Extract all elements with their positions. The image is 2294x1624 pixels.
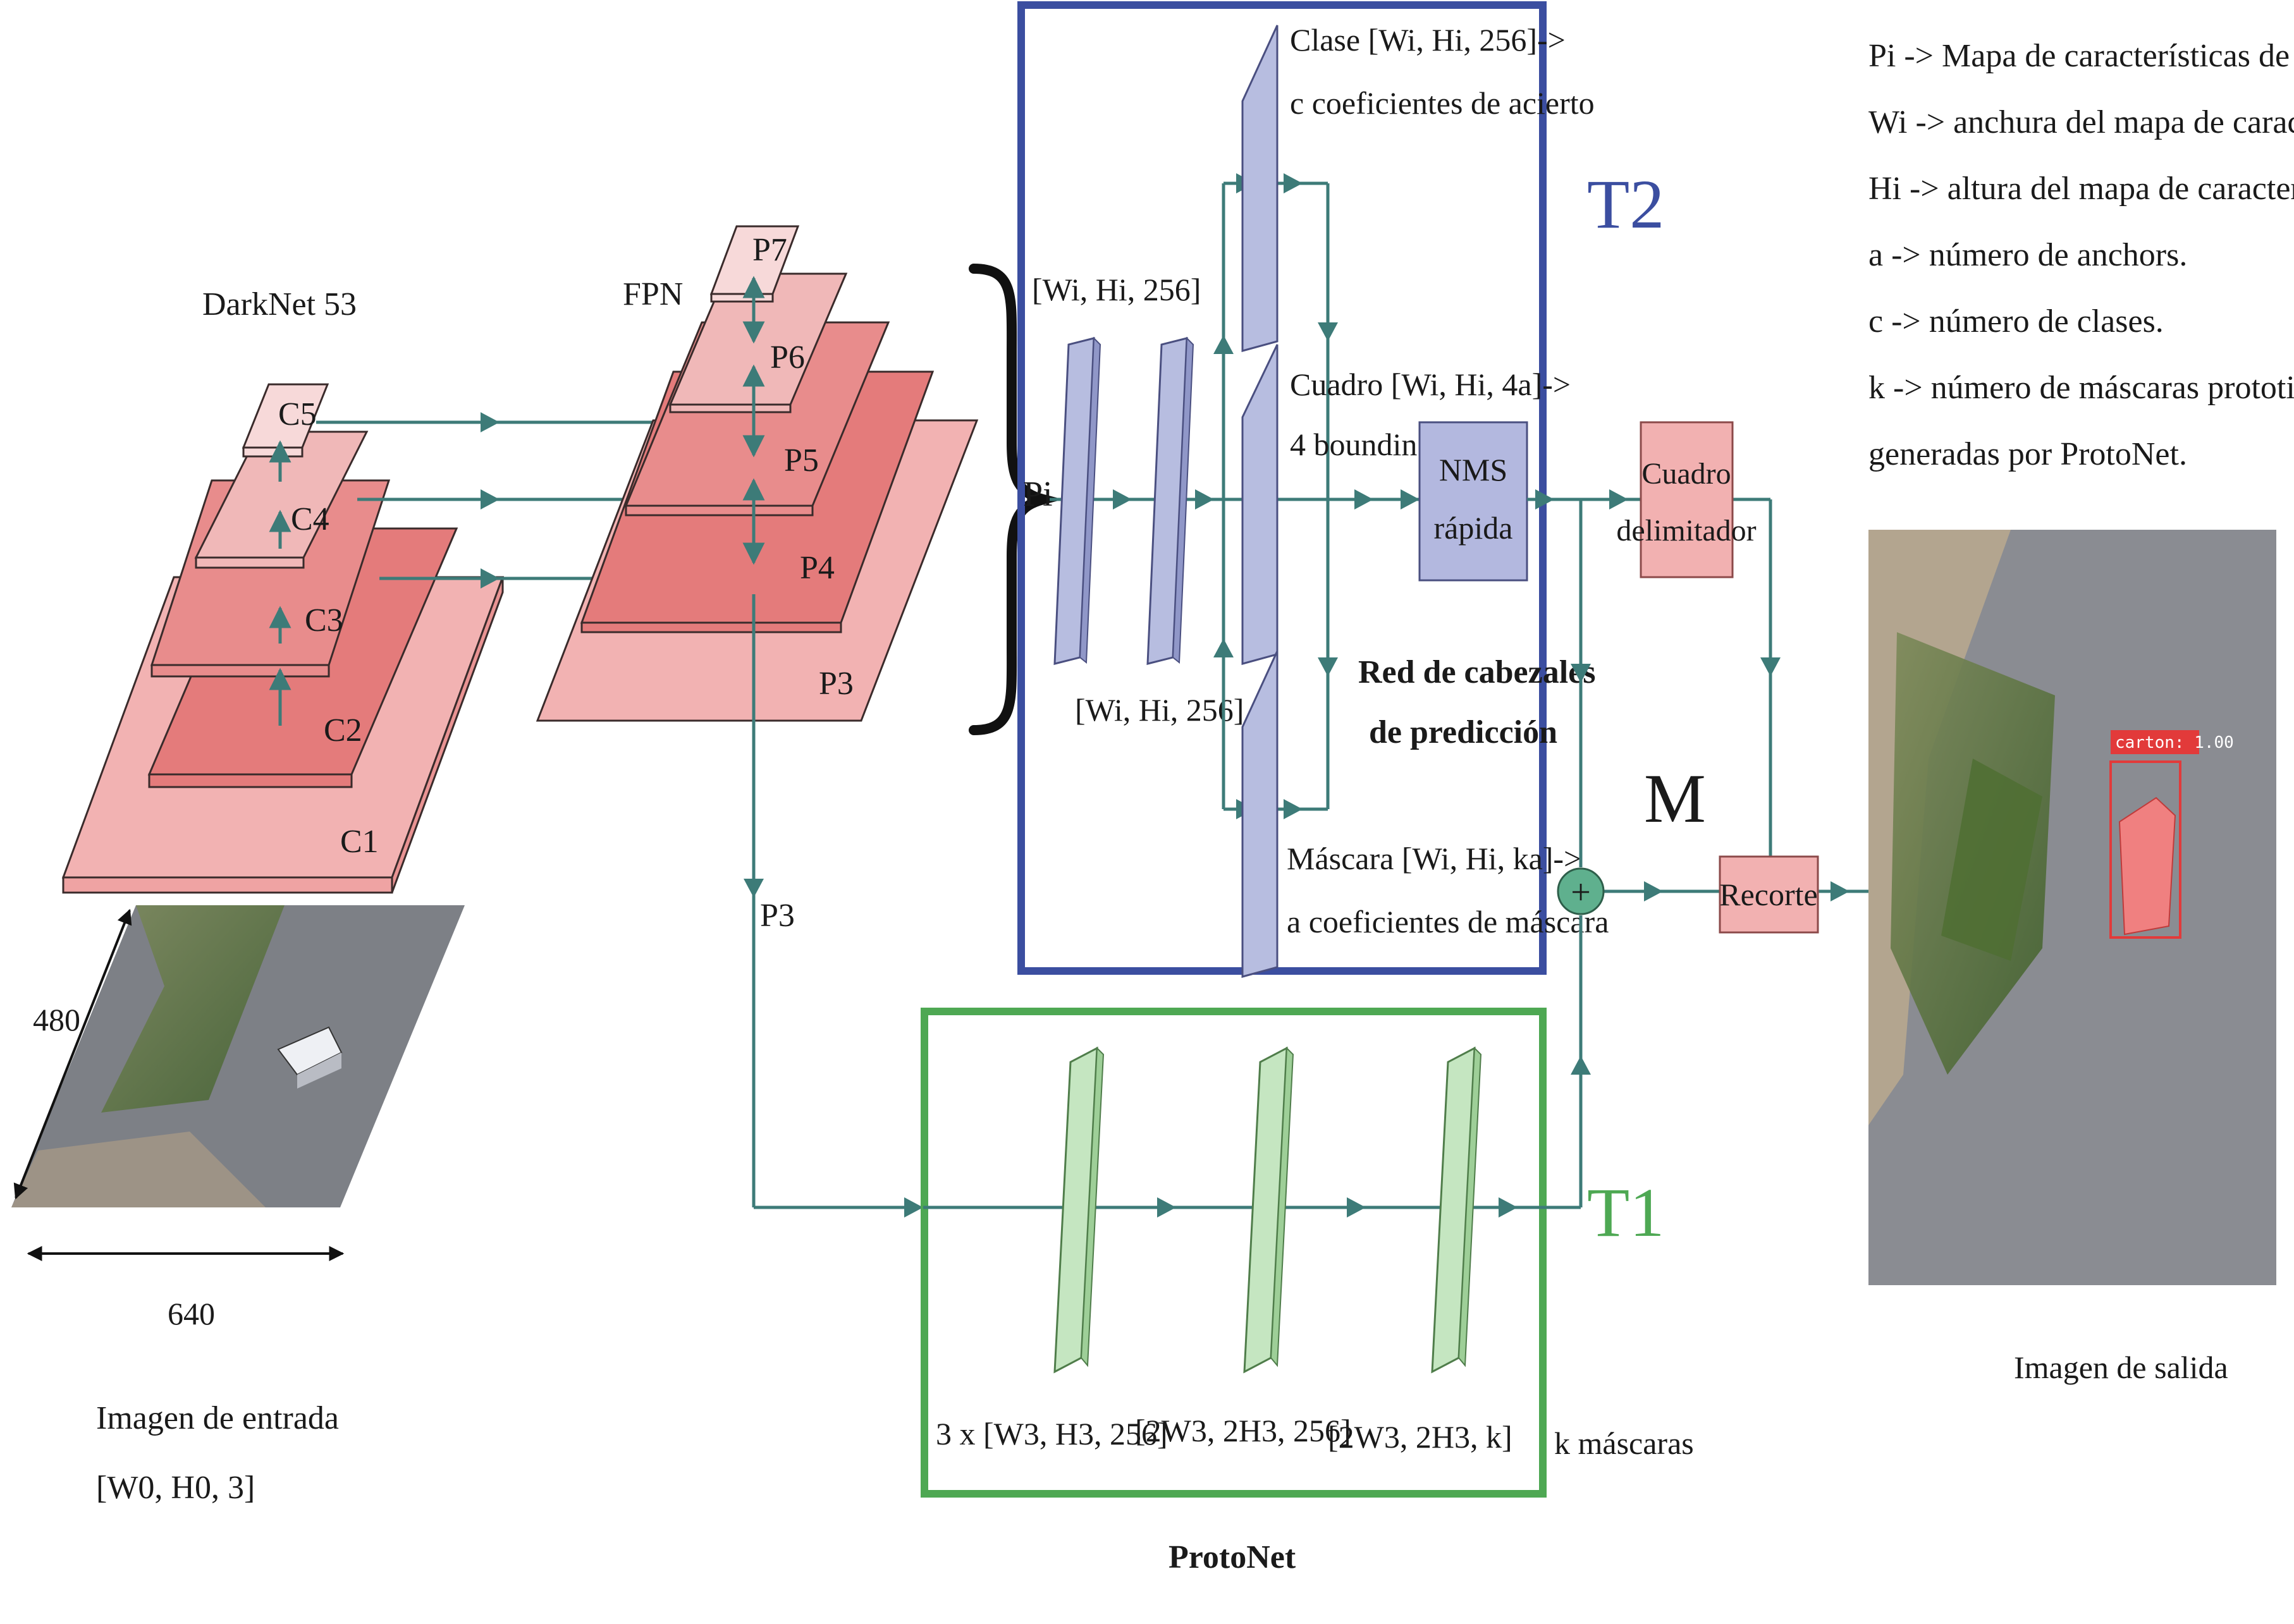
input-image-height-arrow	[13, 908, 132, 1200]
fpn-layer-p6-edge	[669, 403, 792, 413]
protonet-box	[921, 1008, 1547, 1498]
backbone-label-c2: C2	[324, 712, 362, 748]
input-caption-line2: [W0, H0, 3]	[96, 1470, 255, 1506]
prediction-head-box	[1017, 1, 1547, 975]
input-width-label: 640	[168, 1296, 215, 1331]
protonet-conv-2-edge	[1270, 1046, 1294, 1367]
curly-brace	[969, 264, 1064, 735]
input-height-label: 480	[33, 1002, 80, 1037]
protonet-dim2: [2W3, 2H3, 256]	[1135, 1413, 1351, 1448]
legend-line-7: generadas por ProtoNet.	[1868, 436, 2187, 472]
head-conv-1-edge	[1079, 336, 1101, 664]
head-dim-top: [Wi, Hi, 256]	[1032, 272, 1201, 307]
legend: Pi -> Mapa de características de ResNet …	[1868, 38, 2294, 472]
lateral-arrows	[316, 412, 658, 589]
head-t2-label: T2	[1587, 166, 1664, 243]
fpn-title: FPN	[623, 276, 683, 312]
head-mask-line1: Máscara [Wi, Hi, ka]->	[1287, 841, 1581, 876]
protonet-p3-label: P3	[760, 898, 795, 934]
protonet-conv-3-edge	[1457, 1046, 1482, 1367]
protonet-conv-planes	[1053, 1046, 1482, 1374]
post-nms-flow	[1527, 489, 1868, 1207]
backbone-layer-c2-edge	[148, 773, 353, 788]
legend-line-2: Wi -> anchura del mapa de característica…	[1868, 104, 2294, 140]
input-caption-line1: Imagen de entrada	[96, 1400, 339, 1436]
backbone-label-c1: C1	[340, 824, 379, 860]
backbone-layer-c1-edge	[62, 876, 393, 894]
protonet-title: ProtoNet	[1168, 1539, 1296, 1575]
fpn-label-p6: P6	[770, 339, 805, 375]
m-label: M	[1644, 760, 1706, 837]
protonet-dim1: 3 x [W3, H3, 256]	[936, 1416, 1168, 1451]
head-pi-label: Pi	[1023, 475, 1053, 514]
backbone-label-c3: C3	[305, 602, 343, 638]
head-title-line1: Red de cabezales	[1358, 654, 1595, 690]
output-detection-label: carton: 1.00	[2115, 733, 2234, 752]
fpn-label-p4: P4	[800, 550, 835, 586]
backbone-title: DarkNet 53	[202, 286, 357, 322]
output-detection-box	[2109, 760, 2181, 939]
backbone-layer-c5-edge	[242, 446, 304, 458]
backbone-label-c4: C4	[291, 501, 329, 537]
bbox-box-line2: delimitador	[1616, 514, 1756, 547]
head-conv-planes	[1053, 25, 1279, 978]
legend-line-5: c -> número de clases.	[1868, 303, 2164, 339]
head-box-line1: Cuadro [Wi, Hi, 4a]->	[1290, 367, 1571, 402]
bbox-box-line1: Cuadro	[1641, 457, 1731, 491]
crop-box-label: Recorte	[1719, 877, 1817, 912]
fpn-stack: P3 P4 P5 P6 P7	[536, 225, 979, 722]
bbox-box	[1640, 421, 1734, 578]
backbone-layer-c3-edge	[150, 664, 330, 678]
protonet-k-masks: k máscaras	[1554, 1426, 1694, 1461]
p3-to-protonet-arrow	[744, 594, 923, 1218]
plus-symbol: +	[1571, 873, 1591, 912]
head-title-line2: de predicción	[1369, 714, 1557, 750]
protonet-conv-1-edge	[1080, 1046, 1105, 1367]
crop-box	[1719, 855, 1819, 934]
legend-line-6: k -> número de máscaras prototipo	[1868, 370, 2294, 406]
nms-line2: rápida	[1434, 510, 1513, 546]
output-image: carton: 1.00	[1868, 530, 2276, 1285]
fpn-label-p5: P5	[784, 443, 819, 479]
head-dim-bottom: [Wi, Hi, 256]	[1075, 692, 1244, 728]
fpn-label-p7: P7	[752, 232, 787, 268]
fpn-layer-p4-edge	[580, 621, 842, 633]
head-mask-line2: a coeficientes de máscara	[1287, 904, 1609, 939]
backbone-label-c5: C5	[278, 396, 317, 432]
legend-line-4: a -> número de anchors.	[1868, 237, 2187, 273]
nms-line1: NMS	[1439, 452, 1507, 487]
nms-box	[1418, 421, 1528, 582]
fpn-layer-p7-edge	[710, 293, 774, 303]
head-class-line2: c coeficientes de acierto	[1290, 85, 1595, 121]
head-conv-box	[1241, 344, 1279, 665]
backbone-layer-c4-edge	[195, 556, 305, 569]
head-main-flow	[1050, 173, 1420, 819]
backbone-layer-c1-side	[391, 577, 504, 893]
head-conv-mask	[1241, 650, 1279, 978]
input-image	[11, 905, 465, 1261]
protonet-t1-label: T1	[1587, 1174, 1664, 1251]
output-caption: Imagen de salida	[2014, 1350, 2228, 1385]
head-conv-class	[1241, 25, 1279, 352]
backbone-stack: C1 C2 C3 C4 C5	[61, 383, 505, 894]
legend-line-3: Hi -> altura del mapa de características…	[1868, 171, 2294, 207]
head-conv-2-edge	[1172, 336, 1194, 664]
head-class-line1: Clase [Wi, Hi, 256]->	[1290, 22, 1566, 58]
protonet-dim3: [2W3, 2H3, k]	[1328, 1419, 1512, 1455]
legend-line-1: Pi -> Mapa de características de ResNet …	[1868, 38, 2294, 74]
fpn-label-p3: P3	[819, 666, 854, 702]
fpn-layer-p5-edge	[625, 504, 814, 516]
plus-node	[1557, 867, 1605, 915]
